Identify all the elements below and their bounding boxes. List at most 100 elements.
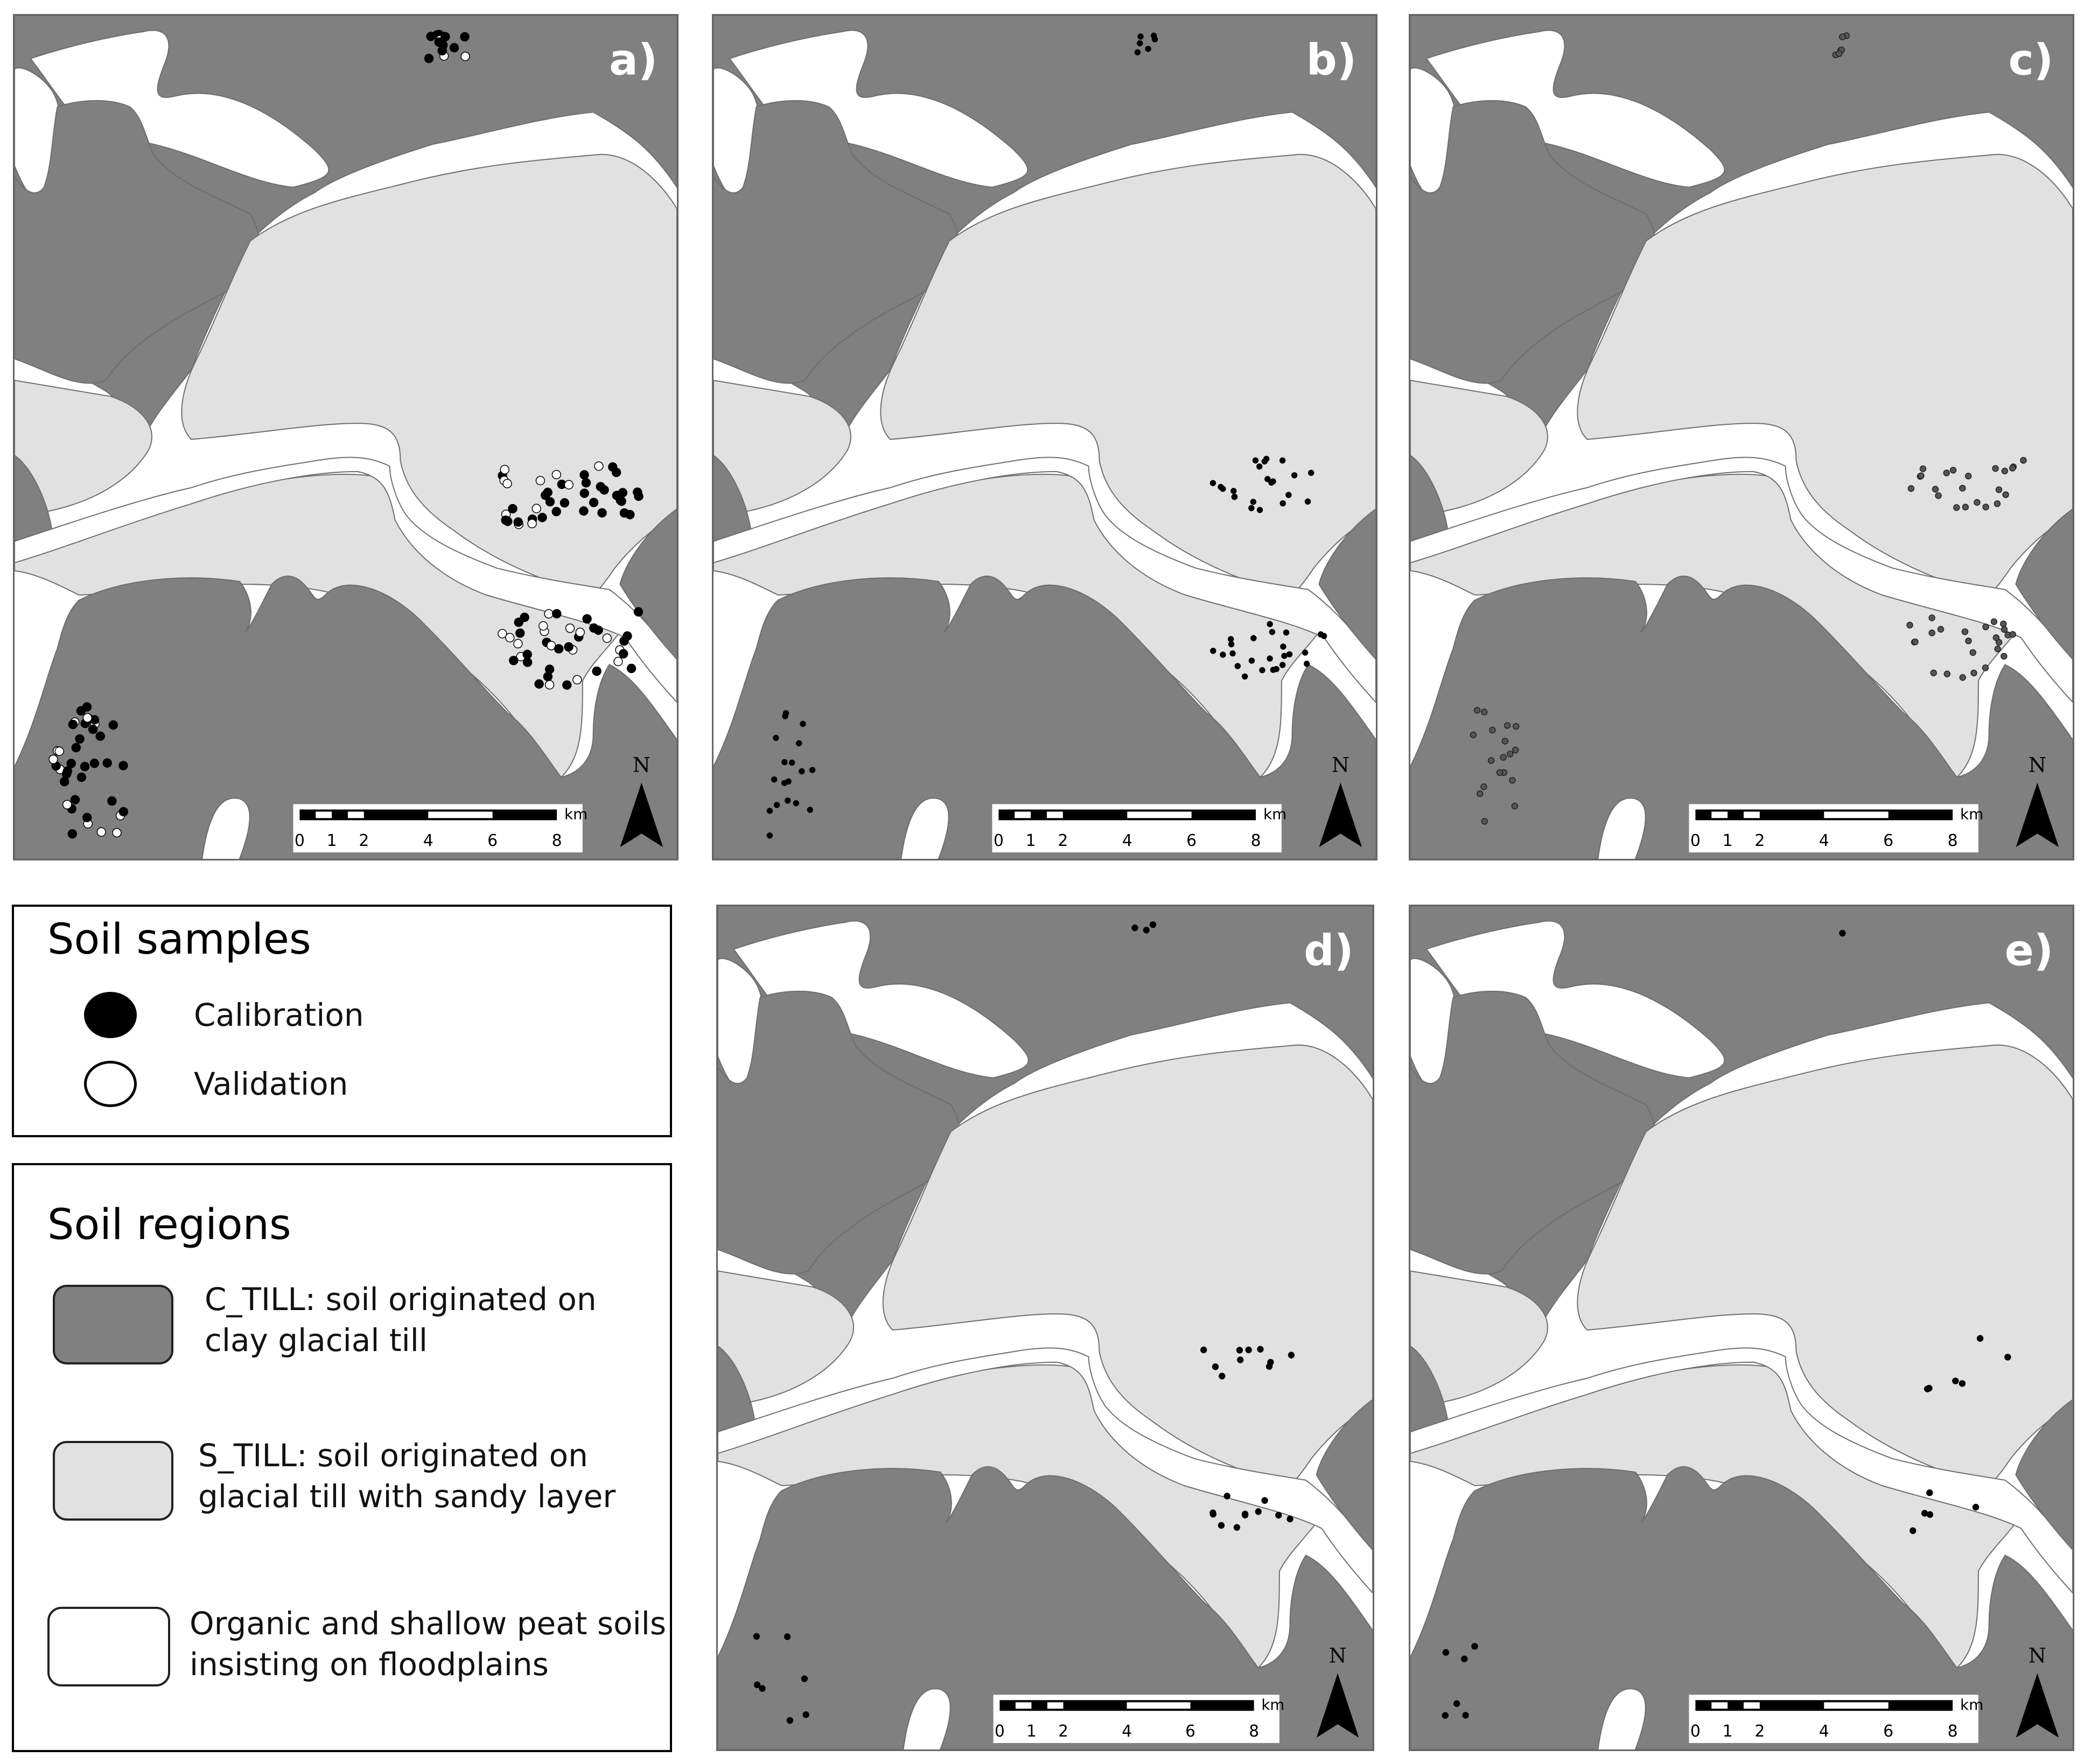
calibration-point — [1910, 1527, 1917, 1534]
scale-tick-label: 8 — [552, 831, 562, 850]
validation-point — [500, 465, 510, 474]
clay-region-east-top — [619, 508, 677, 660]
calibration-point — [1245, 1346, 1252, 1354]
calibration-point — [1218, 1522, 1225, 1529]
calibration-point — [1992, 634, 2000, 641]
calibration-point — [1234, 663, 1241, 669]
calibration-point — [1935, 492, 1942, 499]
calibration-point — [1261, 1497, 1268, 1504]
panel-label: d) — [1304, 925, 1353, 976]
validation-point — [564, 480, 574, 489]
calibration-point — [118, 761, 128, 771]
scale-bar-segment — [1127, 811, 1192, 818]
calibration-point — [597, 508, 607, 518]
calibration-point — [773, 734, 779, 741]
calibration-point — [1839, 33, 1846, 40]
north-arrow-label: N — [2029, 753, 2046, 777]
scale-tick-label: 8 — [1249, 1722, 1259, 1741]
calibration-point — [1959, 674, 1966, 681]
calibration-point — [2001, 653, 2008, 660]
scale-tick-label: 1 — [1723, 831, 1733, 850]
scale-bar-segment — [1015, 1702, 1032, 1709]
validation-point — [513, 639, 523, 649]
scale-tick-label: 8 — [1251, 831, 1261, 850]
scale-tick-label: 0 — [295, 831, 305, 850]
calibration-point — [1926, 1489, 1933, 1496]
calibration-point — [1503, 722, 1511, 729]
calibration-point — [1242, 1511, 1249, 1518]
calibration-point — [1965, 638, 1972, 645]
calibration-point — [1320, 633, 1327, 639]
scale-unit-label: km — [1261, 1696, 1284, 1713]
calibration-point — [771, 776, 778, 783]
calibration-point — [2002, 491, 2009, 498]
legend-samples-title: Soil samples — [47, 915, 311, 964]
calibration-point — [102, 758, 112, 768]
calibration-point — [554, 644, 564, 654]
calibration-point — [562, 680, 572, 690]
calibration-point — [1442, 1649, 1450, 1656]
calibration-point — [1291, 472, 1298, 479]
calibration-point — [785, 778, 792, 785]
calibration-point — [1982, 664, 1989, 671]
calibration-point — [1513, 723, 1520, 730]
calibration-point — [793, 800, 800, 807]
legend-regions-title: Soil regions — [47, 1201, 291, 1249]
sandy-region-central — [181, 153, 677, 596]
scale-tick-label: 8 — [1948, 831, 1958, 850]
calibration-point — [1994, 646, 2001, 653]
calibration-point — [807, 807, 813, 813]
calibration-point — [1281, 653, 1288, 659]
calibration-point — [1210, 647, 1216, 654]
calibration-point — [781, 759, 788, 766]
scale-bar-segment — [1047, 1702, 1064, 1709]
calibration-point — [800, 720, 806, 727]
calibration-point — [579, 488, 590, 498]
north-arrow-shape — [1316, 1673, 1359, 1738]
north-arrow-shape — [2016, 782, 2059, 848]
calibration-point — [59, 776, 69, 787]
calibration-point — [1481, 818, 1488, 825]
scale-bar-segment — [428, 811, 493, 818]
calibration-point — [582, 614, 592, 624]
calibration-point — [1302, 649, 1309, 656]
calibration-point — [1959, 485, 1966, 492]
calibration-point — [71, 743, 81, 753]
calibration-point — [76, 772, 87, 782]
calibration-point — [522, 657, 533, 667]
scale-unit-label: km — [1263, 805, 1286, 823]
calibration-point — [76, 706, 86, 716]
calibration-point — [626, 663, 637, 674]
calibration-point — [1470, 731, 1477, 739]
calibration-point — [426, 31, 436, 41]
scale-tick-label: 6 — [1185, 1722, 1195, 1741]
calibration-point — [1252, 457, 1259, 464]
calibration-point — [1233, 1524, 1241, 1531]
calibration-point — [1937, 626, 1945, 633]
calibration-point — [1264, 475, 1271, 482]
calibration-point — [1512, 746, 1519, 754]
calibration-point — [70, 795, 80, 804]
calibration-point — [801, 1675, 808, 1682]
calibration-point — [1952, 1377, 1959, 1384]
legend-s-till-line2: glacial till with sandy layer — [198, 1478, 616, 1515]
scale-tick-label: 1 — [327, 831, 337, 850]
calibration-point — [543, 671, 553, 682]
calibration-point — [88, 724, 98, 734]
legend-c-till-line2: clay glacial till — [205, 1322, 428, 1359]
north-arrow-shape — [2016, 1673, 2059, 1738]
calibration-point — [1965, 472, 1972, 480]
legend-c-till-line1: C_TILL: soil originated on — [205, 1281, 597, 1318]
scale-tick-label: 2 — [1754, 1722, 1765, 1741]
calibration-point — [1270, 667, 1277, 673]
calibration-point — [784, 1633, 791, 1640]
validation-point — [82, 713, 93, 723]
clay-region-south-top — [1410, 1466, 2073, 1749]
scale-tick-label: 6 — [1883, 1722, 1893, 1741]
calibration-point — [75, 734, 85, 744]
calibration-point — [579, 470, 589, 480]
calibration-point — [552, 609, 562, 619]
calibration-point — [68, 719, 78, 730]
